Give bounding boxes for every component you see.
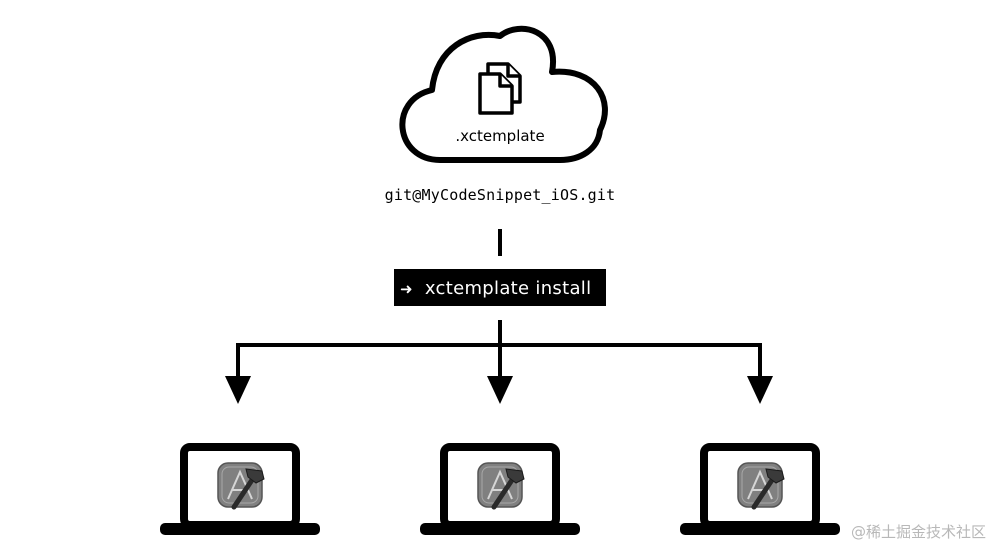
arrowhead-center <box>487 376 513 404</box>
cloud: .xctemplate <box>399 25 608 163</box>
arrowhead-left <box>225 376 251 404</box>
repo-label: git@MyCodeSnippet_iOS.git <box>385 186 616 204</box>
laptop-2 <box>420 443 580 535</box>
documents-icon <box>478 62 522 115</box>
command-box: ➜ xctemplate install <box>394 269 606 306</box>
laptop-3 <box>680 443 840 535</box>
laptop-base <box>680 523 840 535</box>
arrowhead-right <box>747 376 773 404</box>
command-arrow-icon: ➜ <box>400 280 413 298</box>
connector-branch <box>236 343 762 378</box>
command-box-bg <box>394 269 606 306</box>
watermark: @稀土掘金技术社区 <box>851 523 986 541</box>
laptops <box>160 443 840 535</box>
laptop-base <box>160 523 320 535</box>
arrowheads <box>225 376 773 404</box>
xcode-icon <box>737 462 785 510</box>
laptop-1 <box>160 443 320 535</box>
command-label: ➜ xctemplate install <box>400 278 591 299</box>
xcode-icon <box>477 462 525 510</box>
cloud-label: .xctemplate <box>455 127 544 145</box>
laptop-base <box>420 523 580 535</box>
xcode-icon <box>217 462 265 510</box>
command-text: xctemplate install <box>425 278 592 299</box>
branch-connectors <box>236 320 762 378</box>
